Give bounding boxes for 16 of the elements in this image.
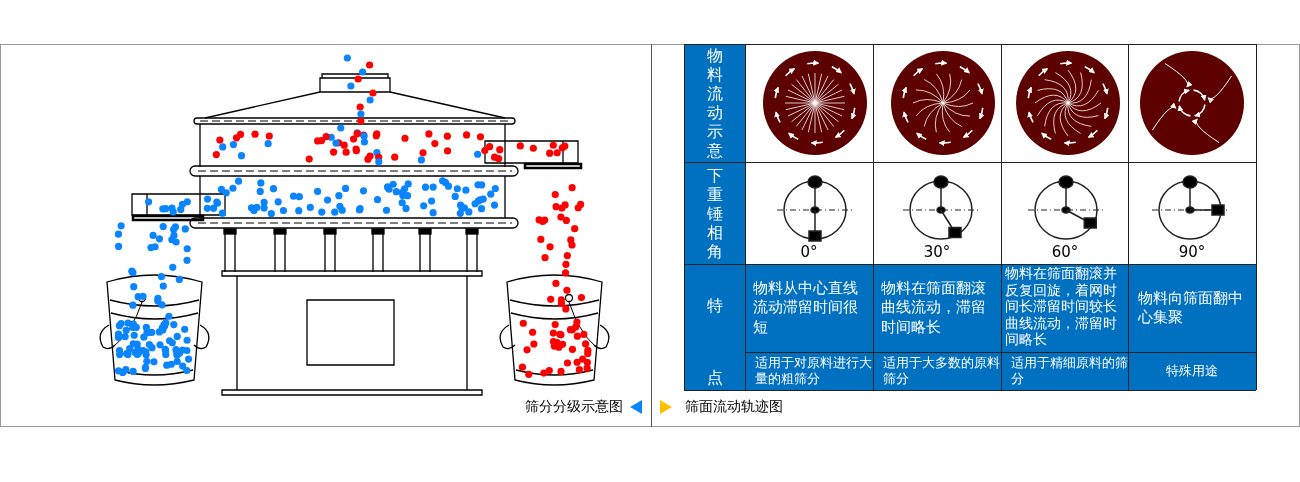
angle-label: 90°: [1177, 242, 1207, 263]
feature-text: 物料向筛面翻中心集聚: [1137, 287, 1244, 328]
caption-text: 筛面流动轨迹图: [685, 398, 783, 416]
feature-text: 物料在筛面翻滚并反复回旋，着网时间长滞留时间较长曲线流动，滞留时间略长: [1004, 264, 1118, 350]
angle-label: 30°: [922, 242, 952, 263]
angle-label: 0°: [799, 242, 819, 263]
row-header: 下重锤相角: [705, 164, 724, 263]
row-header: 物料流动示意: [705, 45, 724, 162]
usage-text: 适用于精细原料的筛分: [1010, 354, 1129, 388]
angle-label: 60°: [1050, 242, 1080, 263]
feature-text: 物料从中心直线流动滞留时间很短: [752, 277, 859, 338]
usage-text: 适用于对原料进行大量的粗筛分: [754, 354, 873, 388]
usage-text: 特殊用途: [1165, 362, 1219, 381]
feature-text: 物料在筛面翻滚曲线流动，滞留时间略长: [880, 277, 987, 338]
usage-text: 适用于大多数的原料筛分: [882, 354, 1001, 388]
caption-text: 筛分分级示意图: [525, 398, 623, 416]
